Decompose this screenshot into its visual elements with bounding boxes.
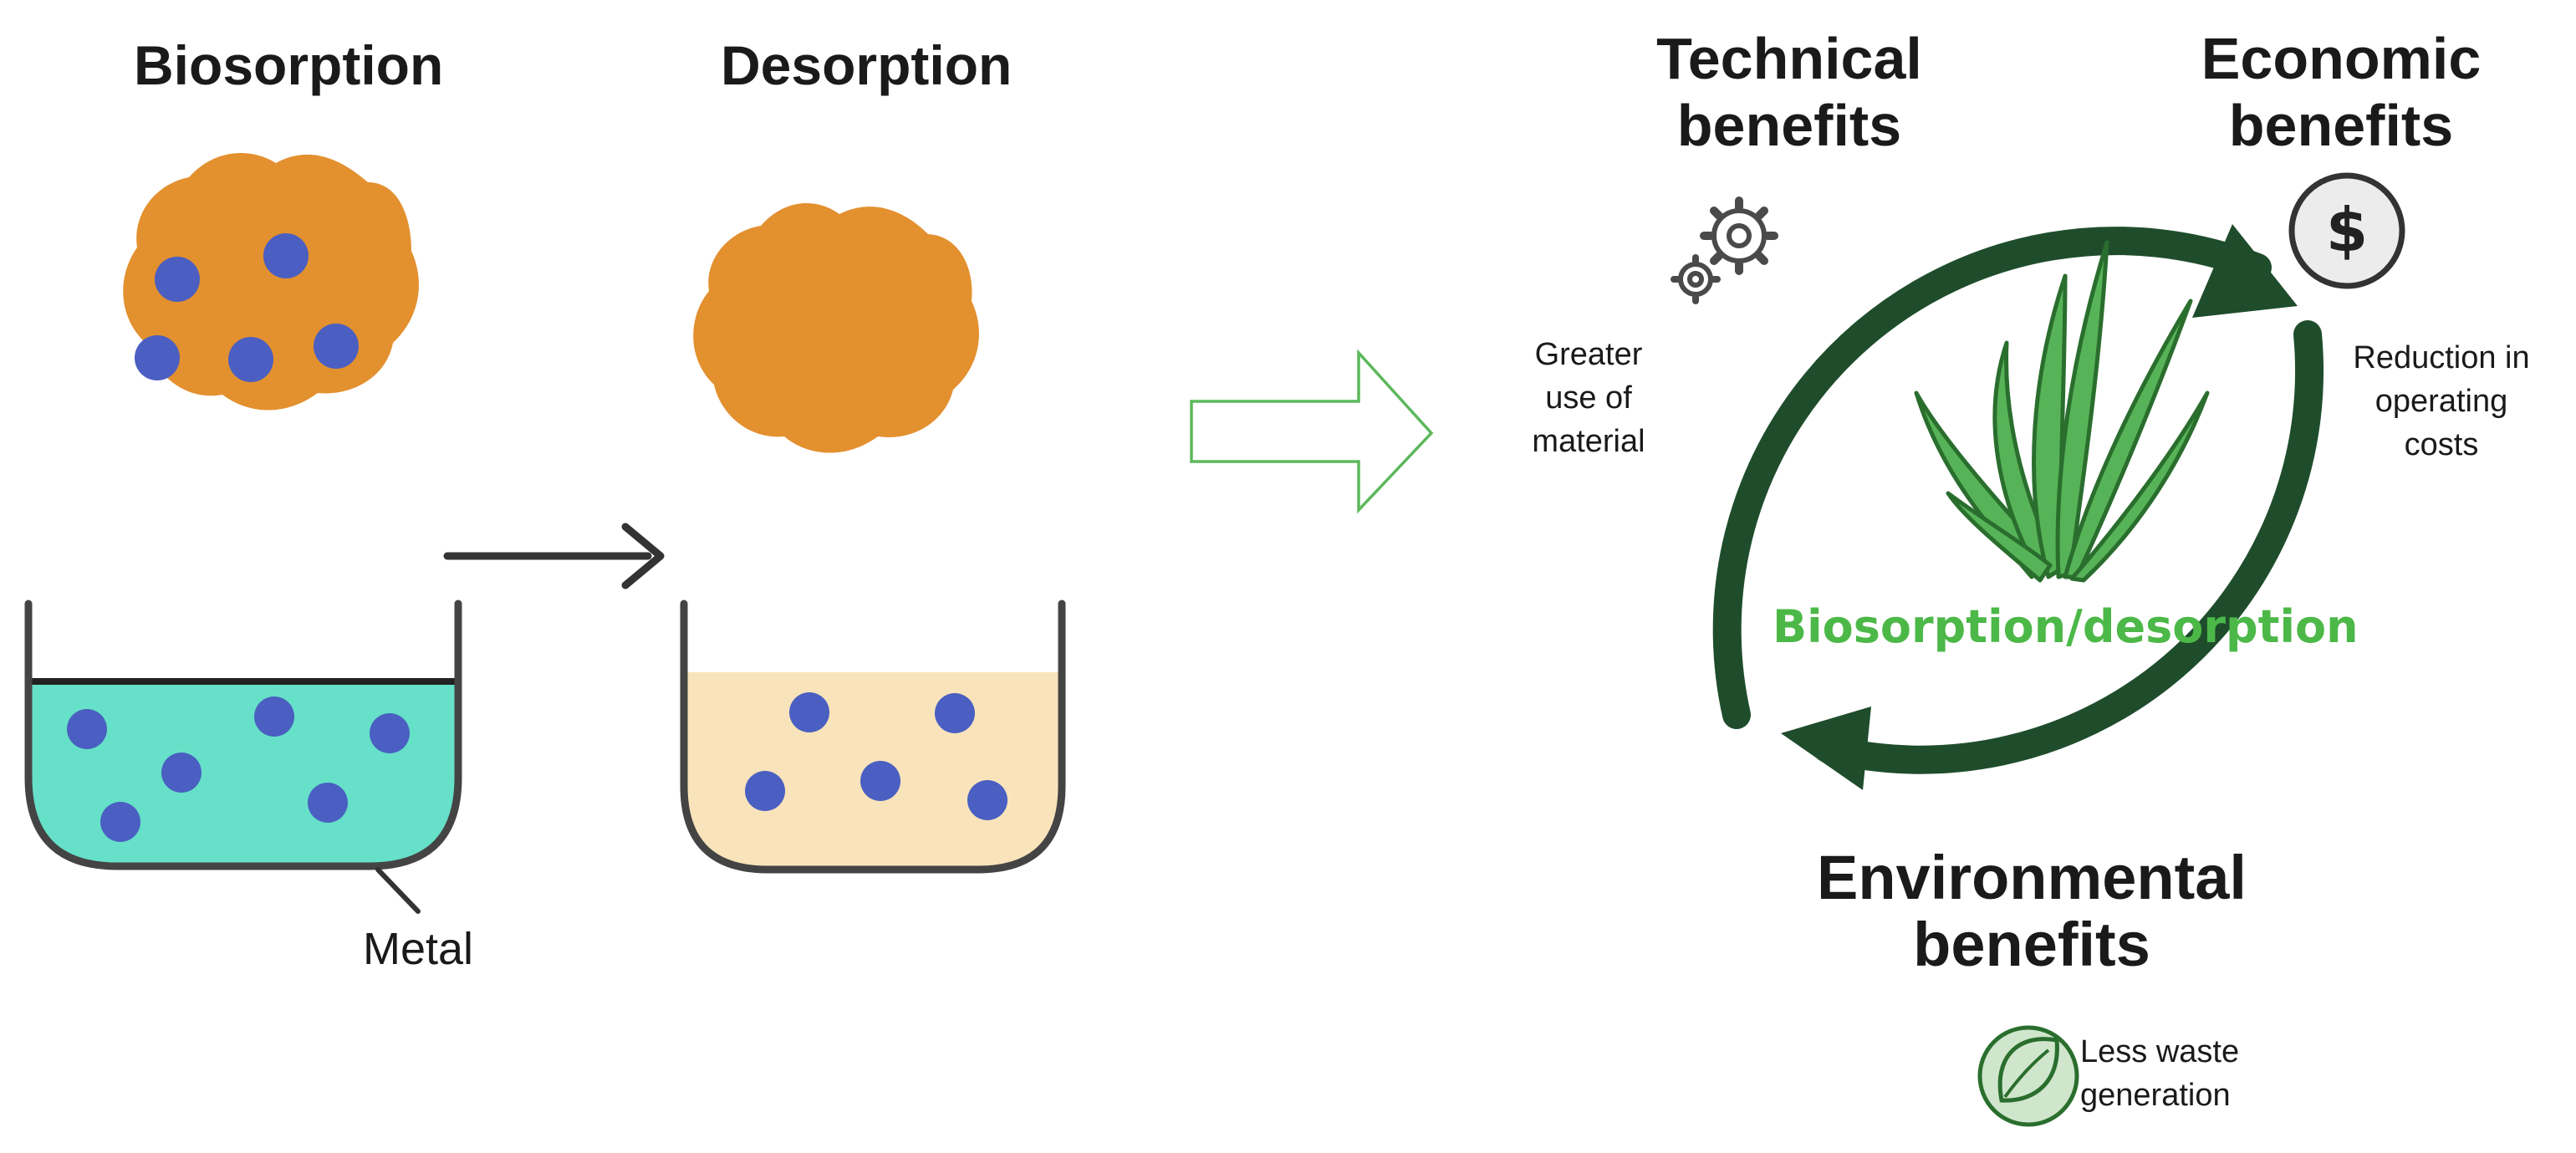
economic-benefits-title: Economic benefits — [2201, 26, 2482, 158]
economic-benefit-text: Reduction in operating costs — [2353, 340, 2530, 462]
metal-dot — [967, 780, 1007, 820]
environmental-benefit-text: Less waste generation — [2080, 1034, 2240, 1113]
metal-dot — [370, 713, 410, 753]
seaweed-icon — [1914, 240, 2210, 583]
transfer-arrow-head — [621, 523, 665, 589]
technical-benefit-text: Greater use of material — [1532, 337, 1645, 459]
biosorbent-particle-clean — [693, 203, 979, 453]
environmental-benefits-title: Environmental benefits — [1817, 843, 2247, 979]
metal-dot — [161, 753, 201, 793]
metal-dot — [308, 783, 348, 823]
metal-dot — [67, 709, 107, 749]
metal-dot — [254, 696, 294, 737]
cycle-arrow-bottom — [1813, 320, 2324, 774]
metal-label: Metal — [363, 924, 474, 974]
metal-dot — [228, 337, 273, 382]
desorption-title: Desorption — [721, 34, 1013, 96]
metal-dot — [789, 692, 829, 732]
outline-arrow — [1190, 349, 1434, 514]
center-cycle-label: Biosorption/desorption — [1773, 600, 2359, 653]
metal-pointer-line — [375, 867, 421, 914]
metal-dot — [935, 693, 975, 733]
dollar-coin-icon: $ — [2288, 172, 2405, 289]
metal-dot — [100, 802, 140, 842]
metal-dot — [745, 771, 785, 811]
technical-benefits-title: Technical benefits — [1656, 26, 1922, 158]
metal-dot — [135, 335, 180, 380]
metal-dot — [263, 233, 309, 278]
leaf-icon — [1977, 1025, 2079, 1127]
dollar-symbol: $ — [2326, 195, 2368, 265]
biosorption-title: Biosorption — [134, 34, 444, 96]
beaker-biosorption — [24, 599, 462, 870]
beaker-desorption — [680, 599, 1066, 874]
metal-dot — [155, 257, 200, 302]
metal-dot — [860, 761, 900, 801]
cycle-arrow-top — [1712, 227, 2272, 729]
cycle-arrow-top-head — [2192, 224, 2298, 318]
gear-icon — [1671, 196, 1778, 304]
beaker-biosorption-solution — [28, 681, 458, 866]
metal-dot — [314, 324, 359, 369]
cycle-arrow-bottom-head — [1781, 707, 1871, 790]
